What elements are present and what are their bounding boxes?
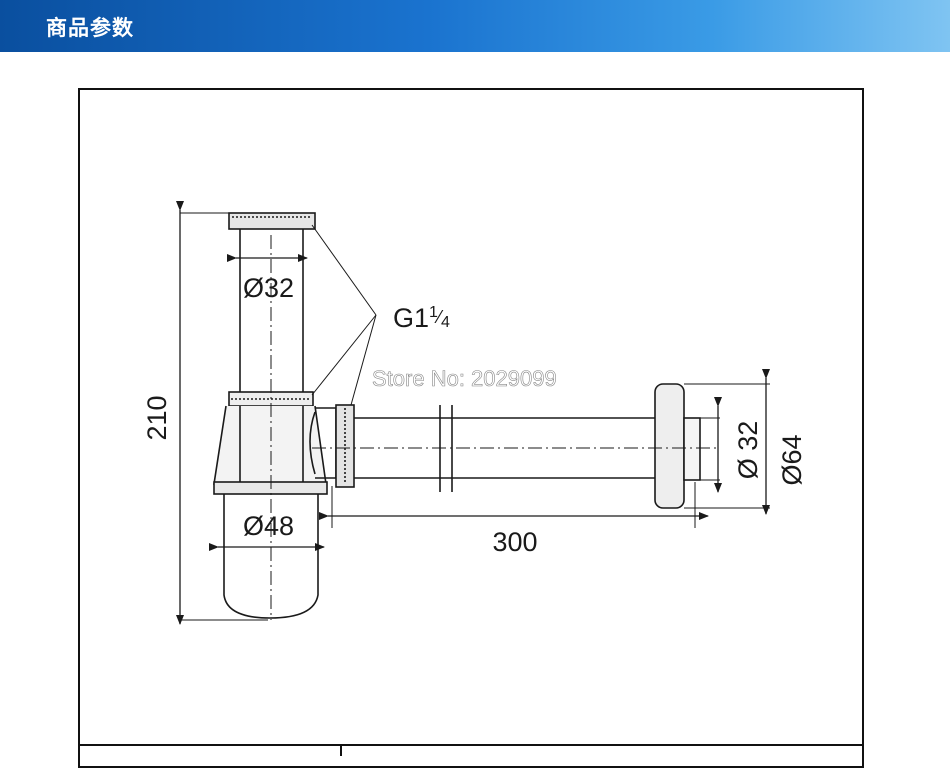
dimension-lines: [176, 201, 770, 625]
bowl-diameter-label: Ø48: [243, 511, 294, 541]
outlet-length-label: 300: [492, 527, 537, 557]
thread-leaders: [311, 224, 377, 406]
flange-diameter-label: Ø64: [777, 434, 807, 485]
centre-lines: [270, 235, 720, 620]
page-title: 商品参数: [46, 16, 134, 40]
thread-label: G11⁄4: [393, 303, 450, 333]
inlet-diameter-label: Ø32: [243, 273, 294, 303]
store-watermark: Store No: 2029099: [372, 366, 557, 391]
wall-flange: [654, 383, 685, 509]
outlet-diameter-label: Ø 32: [733, 421, 763, 480]
height-dimension: 210: [142, 395, 172, 440]
table-column-divider: [340, 744, 342, 756]
table-top-border: [80, 744, 862, 746]
extension-lines: [180, 212, 770, 621]
header-bar: 商品参数: [0, 0, 950, 52]
bottom-cup: [223, 494, 319, 619]
inlet-cap: [228, 212, 316, 230]
